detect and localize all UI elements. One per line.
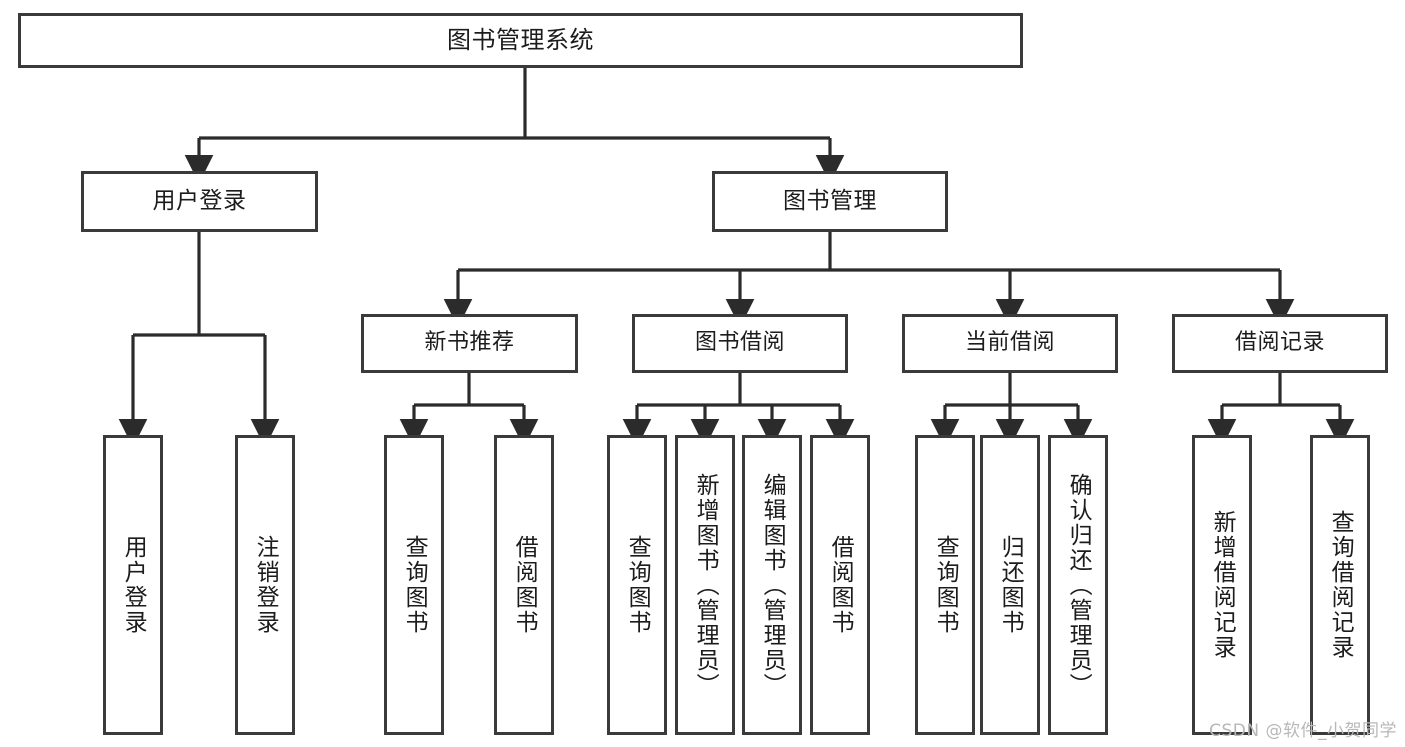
node-root-system-label: 图书管理系统 [447,25,594,54]
node-book-borrowing[interactable]: 图书借阅 [632,314,848,373]
node-leaf-edit-book-admin-label: 编辑图书（管理员） [759,472,786,698]
node-leaf-add-book-admin-label: 新增图书（管理员） [692,472,719,698]
csdn-watermark: CSDN @软件_小贺同学 [1209,721,1397,741]
node-leaf-borrow-books-label: 借阅图书 [827,535,854,635]
node-root-system[interactable]: 图书管理系统 [18,13,1023,68]
node-leaf-query-borrow-record-label: 查询借阅记录 [1327,510,1354,660]
node-leaf-add-borrow-record-label: 新增借阅记录 [1209,510,1236,660]
node-book-management-label: 图书管理 [783,188,877,215]
node-leaf-user-login-label: 用户登录 [120,535,147,635]
node-leaf-confirm-return-admin[interactable]: 确认归还（管理员） [1048,435,1108,735]
node-leaf-user-login[interactable]: 用户登录 [103,435,163,735]
node-leaf-borrow-books-recommend[interactable]: 借阅图书 [494,435,554,735]
node-leaf-add-borrow-record[interactable]: 新增借阅记录 [1192,435,1252,735]
node-leaf-add-book-admin[interactable]: 新增图书（管理员） [675,435,735,735]
node-new-book-recommendation[interactable]: 新书推荐 [361,314,578,373]
node-leaf-return-books-label: 归还图书 [997,535,1024,635]
node-leaf-confirm-return-admin-label: 确认归还（管理员） [1065,472,1092,698]
node-leaf-return-books[interactable]: 归还图书 [980,435,1040,735]
node-user-login[interactable]: 用户登录 [81,171,318,232]
node-leaf-query-books-recommend-label: 查询图书 [401,535,428,635]
node-user-login-label: 用户登录 [152,188,247,215]
node-leaf-query-books-current[interactable]: 查询图书 [915,435,975,735]
node-current-borrowing-label: 当前借阅 [964,330,1055,356]
node-current-borrowing[interactable]: 当前借阅 [902,314,1118,373]
node-leaf-query-books-current-label: 查询图书 [932,535,959,635]
node-leaf-edit-book-admin[interactable]: 编辑图书（管理员） [742,435,802,735]
node-book-borrowing-label: 图书借阅 [694,330,785,356]
node-leaf-logout-label: 注销登录 [252,535,279,635]
node-leaf-query-books-borrow-label: 查询图书 [624,535,651,635]
node-leaf-query-books-borrow[interactable]: 查询图书 [607,435,667,735]
node-leaf-borrow-books[interactable]: 借阅图书 [810,435,870,735]
node-leaf-query-borrow-record[interactable]: 查询借阅记录 [1310,435,1370,735]
node-borrow-records-label: 借阅记录 [1234,330,1325,356]
node-leaf-query-books-recommend[interactable]: 查询图书 [384,435,444,735]
node-new-book-recommendation-label: 新书推荐 [424,330,515,356]
node-borrow-records[interactable]: 借阅记录 [1172,314,1388,373]
node-book-management[interactable]: 图书管理 [712,171,948,232]
node-leaf-borrow-books-recommend-label: 借阅图书 [511,535,538,635]
node-leaf-logout[interactable]: 注销登录 [235,435,295,735]
